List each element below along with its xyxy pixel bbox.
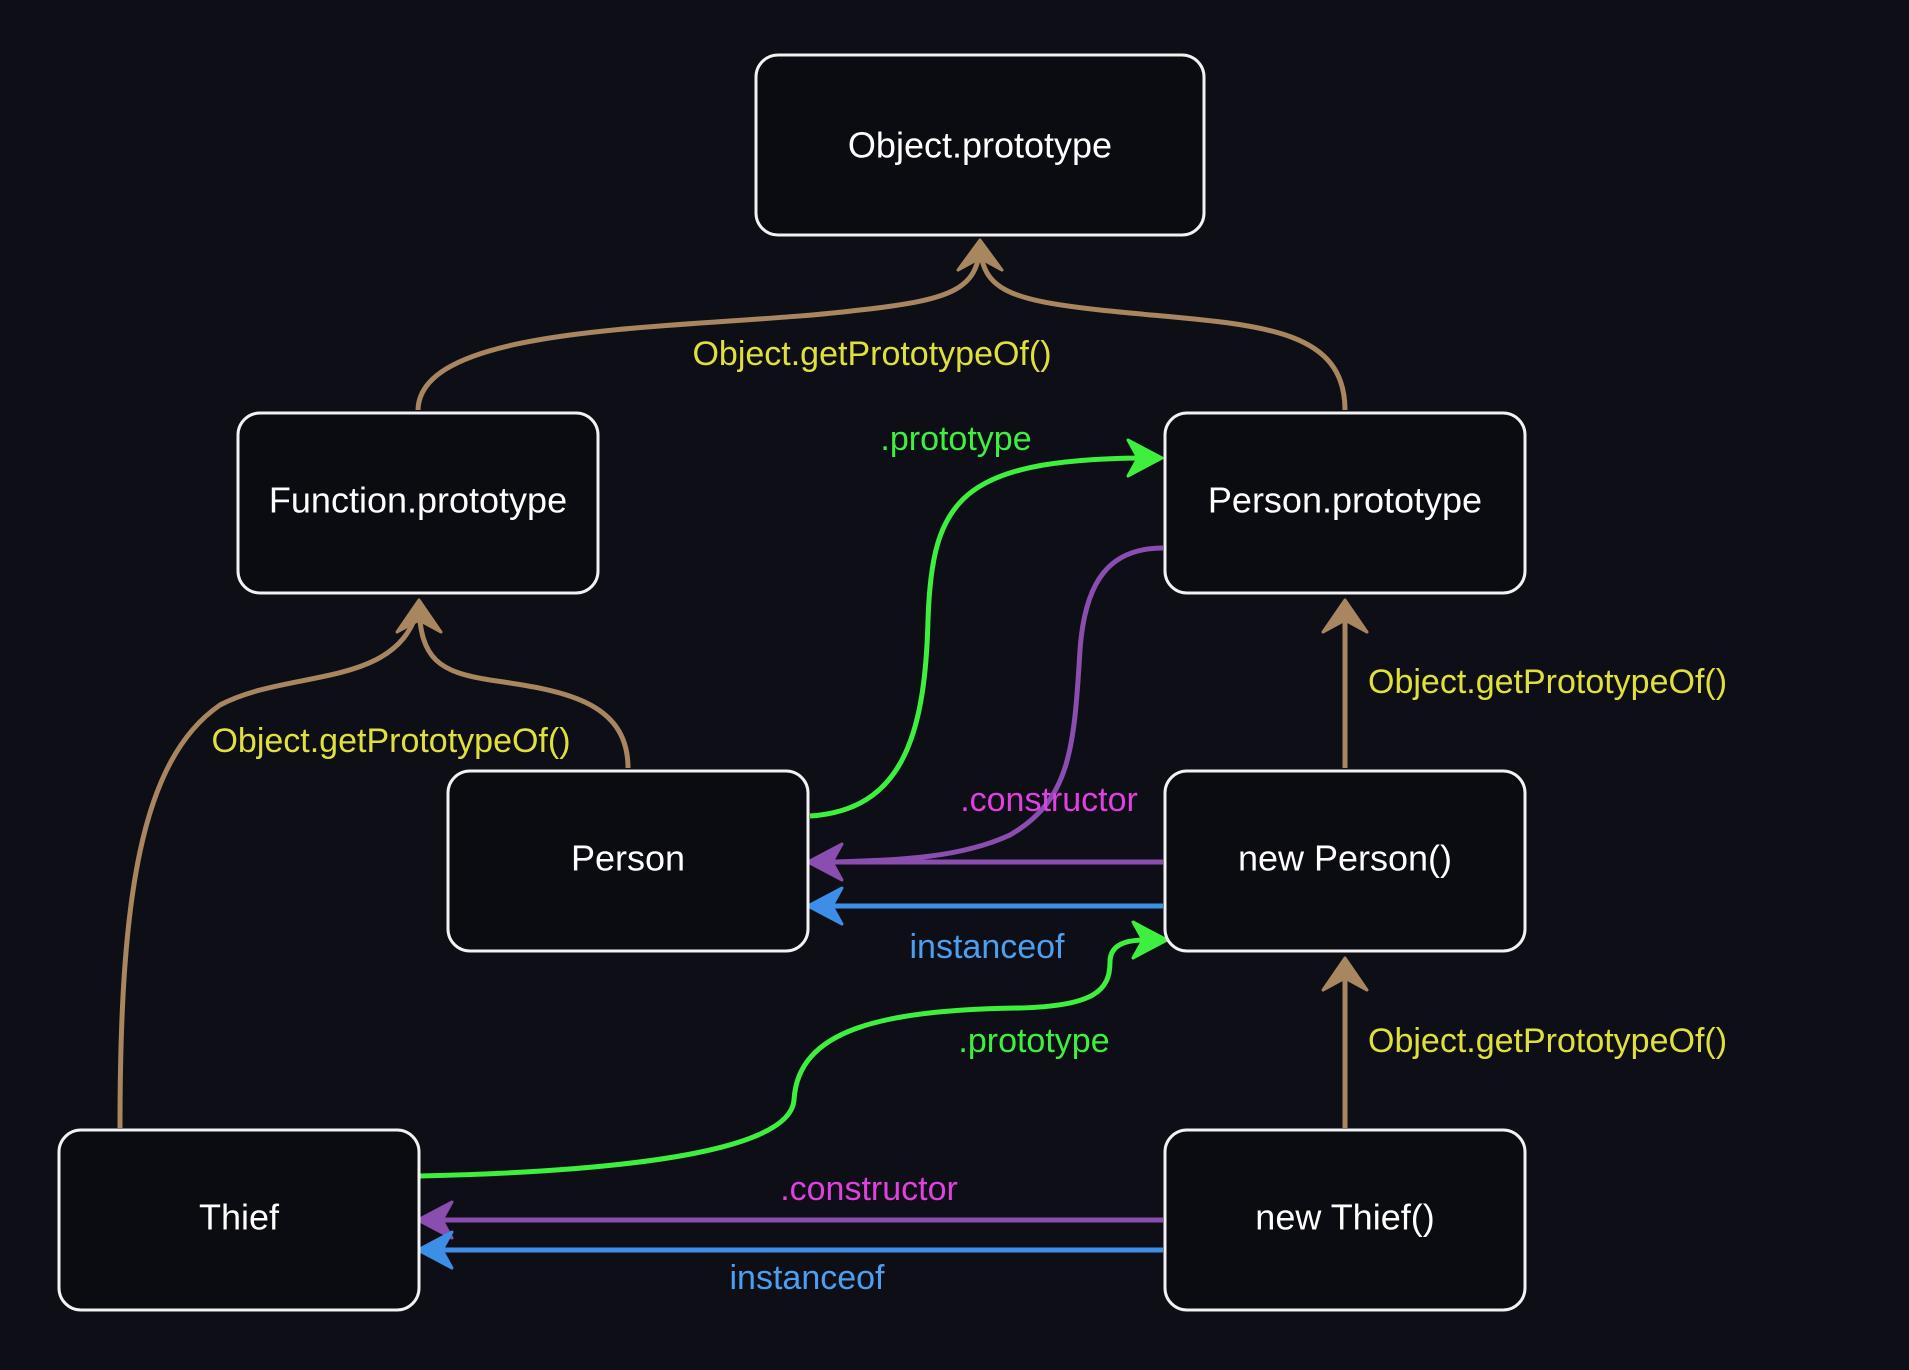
arrowhead-prototype-to-new-person [1131,920,1169,960]
arrowhead-constructor-person [806,842,844,882]
arrowhead-person-prototype [1321,598,1369,634]
edge-new-thief-constructor [416,1200,1163,1240]
node-person-prototype: Person.prototype [1163,411,1527,595]
edge-thief-prototype-link [419,920,1169,1179]
label-get-prototype-of-right-lower: Object.getPrototypeOf() [1368,1022,1727,1060]
node-object-prototype: Object.prototype [754,53,1206,237]
edge-new-person-instanceof [806,886,1163,926]
node-label-new-person: new Person() [1238,838,1452,879]
arrowhead-object-prototype [956,238,1004,272]
label-prototype-thief: .prototype [958,1022,1109,1060]
edge-thief-to-function-prototype [117,604,422,1129]
edge-person-prototype-to-object-prototype [977,244,1348,411]
label-get-prototype-of-left: Object.getPrototypeOf() [211,722,570,760]
arrowhead-prototype-to-person-prototype [1126,438,1164,478]
label-instanceof-thief: instanceof [730,1259,886,1297]
edge-function-prototype-to-object-prototype [415,244,983,411]
label-instanceof-person: instanceof [910,928,1066,966]
arrowhead-function-prototype [395,598,443,634]
node-label-function-prototype: Function.prototype [269,480,567,521]
label-get-prototype-of-right-upper: Object.getPrototypeOf() [1368,663,1727,701]
edge-new-thief-to-new-person [1321,956,1369,1128]
edge-new-person-constructor [806,842,1163,882]
label-get-prototype-of-top: Object.getPrototypeOf() [692,335,1051,373]
label-constructor-person: .constructor [960,781,1138,819]
arrowhead-new-person [1321,956,1369,992]
edge-person-prototype-constructor [834,545,1164,865]
arrowhead-instanceof-thief [416,1230,454,1270]
node-label-person-prototype: Person.prototype [1208,480,1482,521]
node-label-new-thief: new Thief() [1255,1197,1434,1238]
label-constructor-thief: .constructor [780,1170,958,1208]
node-label-thief: Thief [199,1197,280,1238]
node-label-object-prototype: Object.prototype [848,125,1112,166]
arrowhead-instanceof-person [806,886,844,926]
node-function-prototype: Function.prototype [236,411,600,595]
node-person: Person [446,769,810,953]
label-prototype-person: .prototype [880,420,1031,458]
node-new-thief: new Thief() [1163,1128,1527,1312]
edge-new-thief-instanceof [416,1230,1163,1270]
edge-new-person-to-person-prototype [1321,598,1369,768]
edge-person-prototype-link [809,438,1164,819]
edge-person-to-function-prototype [416,604,631,769]
node-new-person: new Person() [1163,769,1527,953]
arrowhead-constructor-thief [416,1200,454,1240]
node-label-person: Person [571,838,685,879]
node-thief: Thief [57,1128,421,1312]
